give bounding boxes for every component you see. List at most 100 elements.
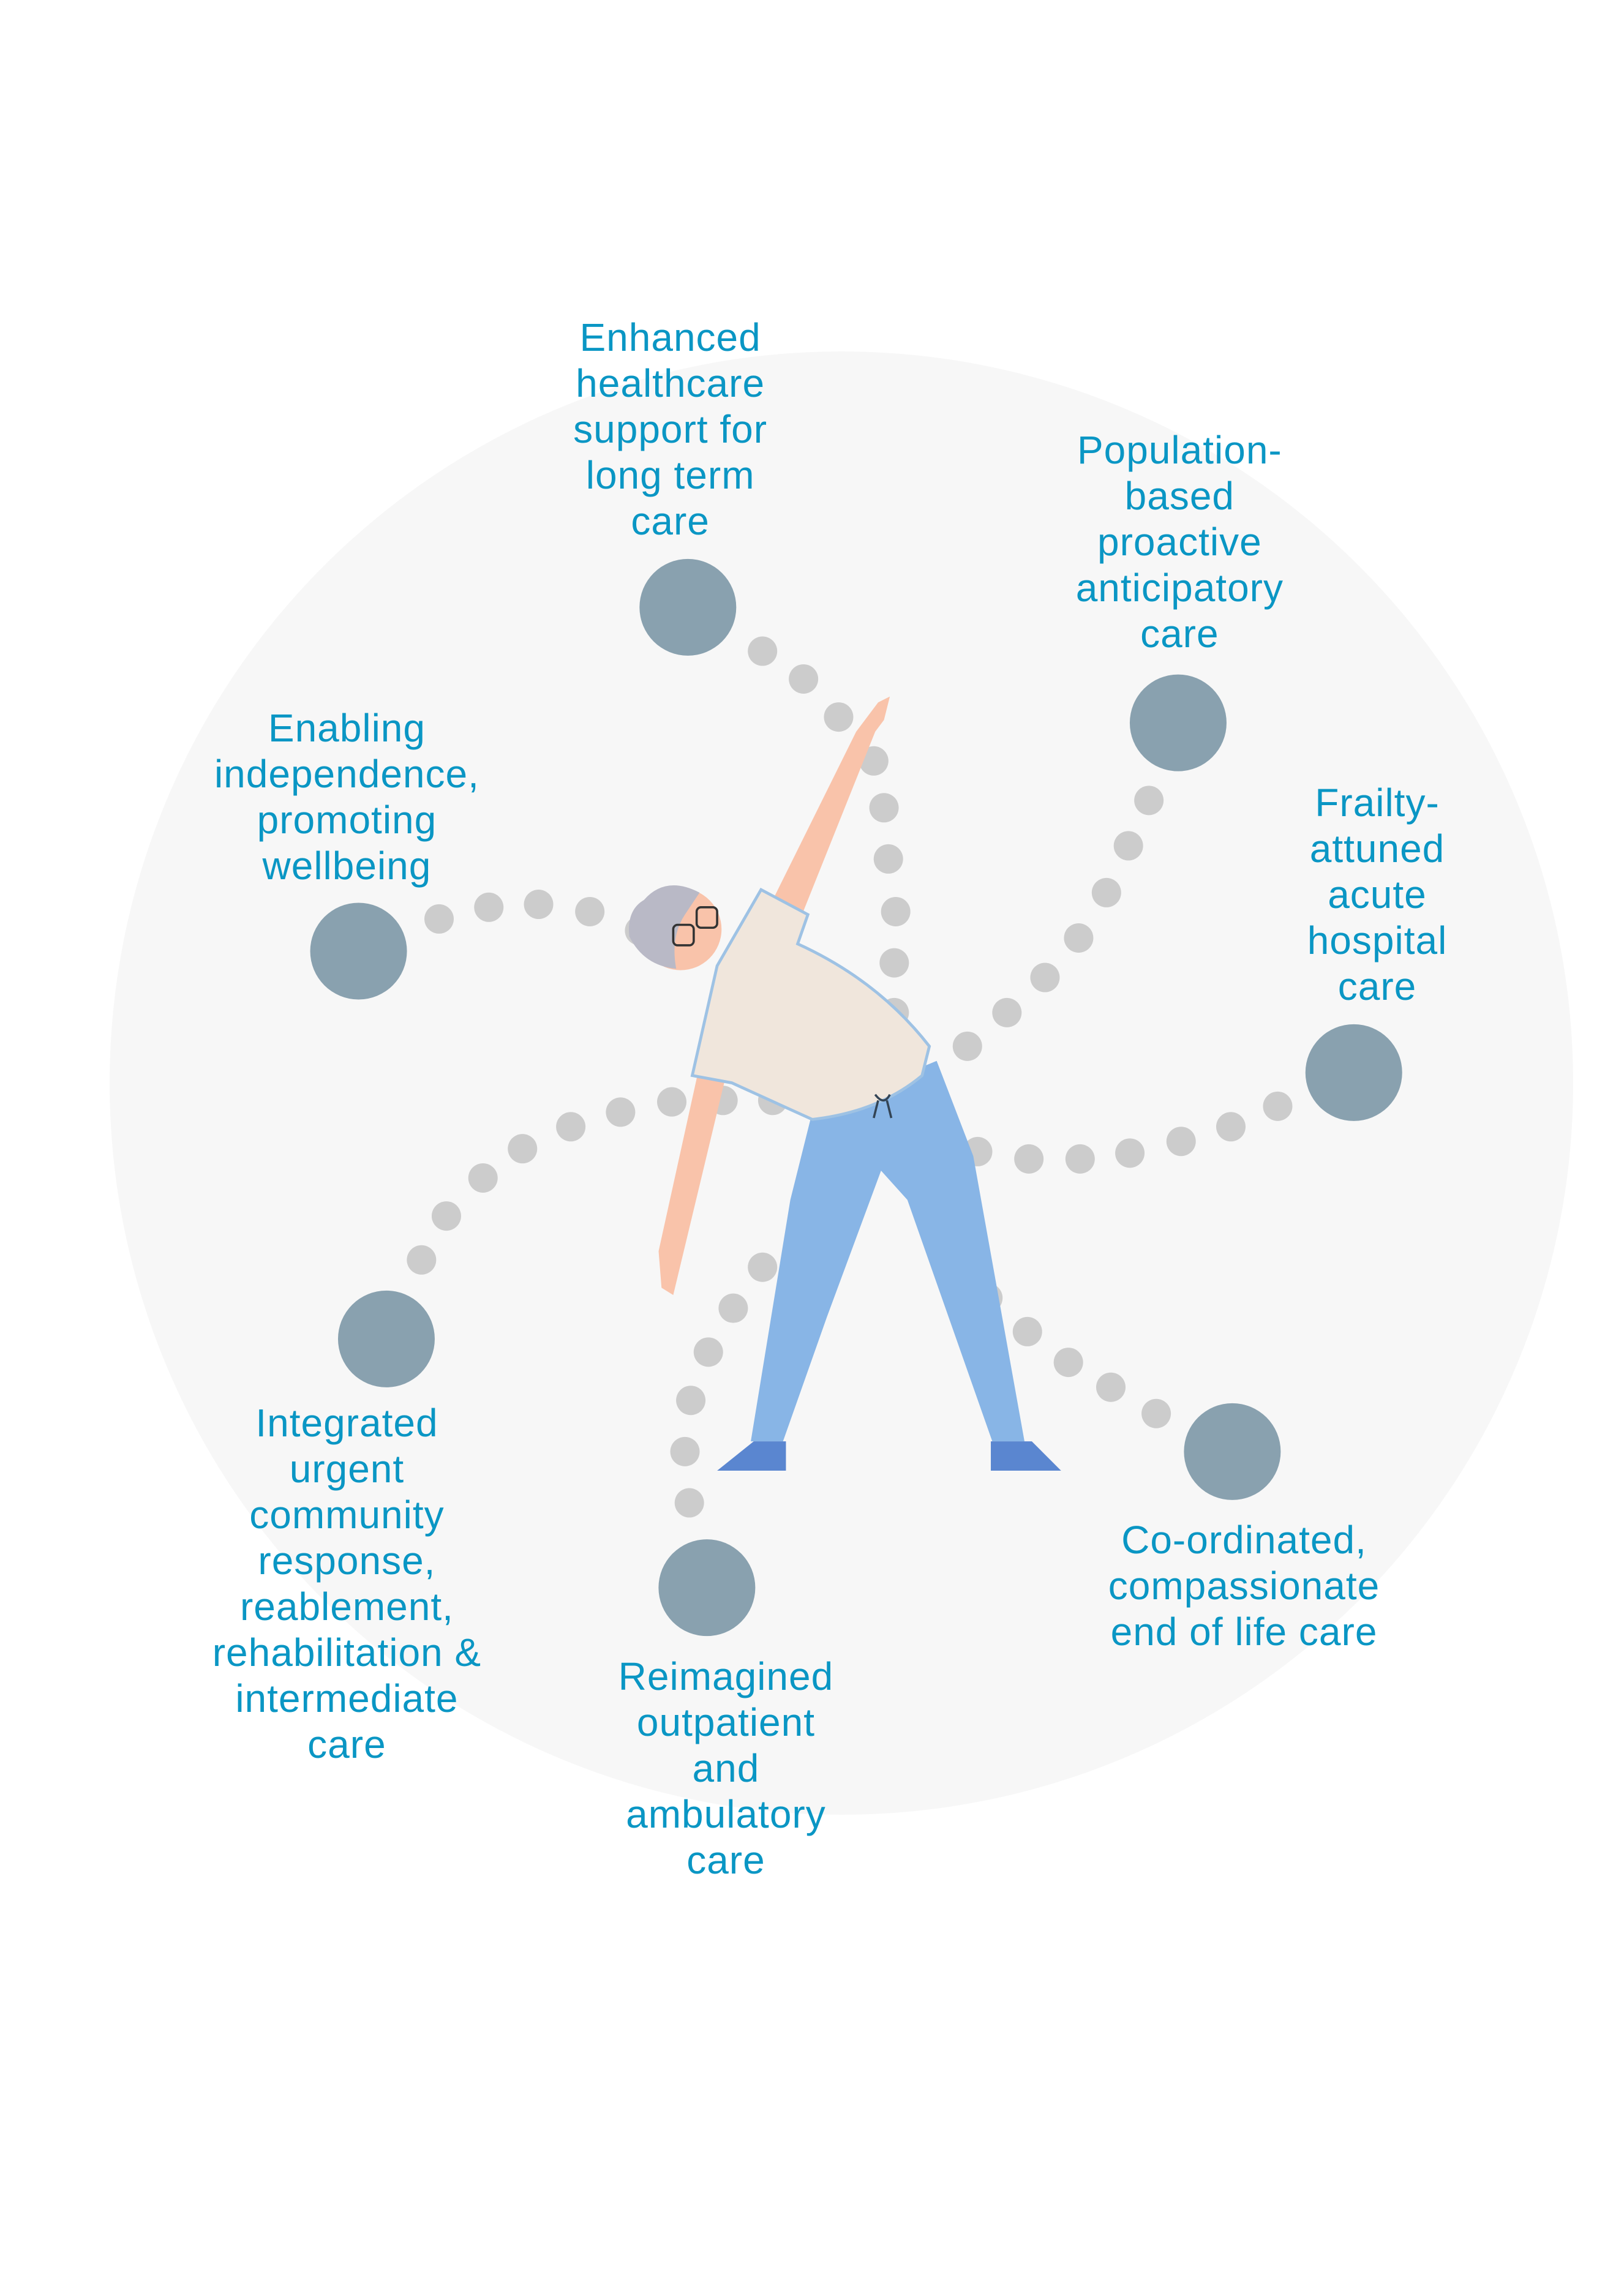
connector-dot — [657, 1087, 687, 1117]
label-line: end of life care — [1110, 1610, 1378, 1654]
connector-dot — [1065, 1144, 1095, 1174]
hair — [629, 885, 700, 969]
connector-dot — [431, 1201, 461, 1231]
label-line: Frailty- — [1315, 780, 1440, 825]
label-line: response, — [258, 1539, 436, 1583]
label-line: Population- — [1077, 427, 1282, 472]
glasses-icon — [672, 923, 695, 947]
label-line: attuned — [1309, 826, 1445, 871]
label-line: hospital — [1307, 918, 1448, 962]
connector-dot — [1012, 1316, 1042, 1346]
node-integrated — [337, 1290, 435, 1387]
connector-dot — [1064, 923, 1094, 953]
connector-dot — [1141, 1398, 1171, 1428]
label-line: reablement, — [239, 1585, 454, 1629]
connector-dot — [524, 890, 554, 920]
connector-dots — [407, 636, 1293, 1518]
connector-dot — [869, 793, 899, 823]
raised-arm — [772, 696, 890, 915]
label-line: and — [692, 1746, 760, 1790]
node-enabling — [310, 902, 407, 1000]
label-line: anticipatory — [1075, 565, 1284, 610]
label-line: acute — [1328, 872, 1427, 917]
connector-dot — [952, 1031, 982, 1061]
trousers — [751, 1060, 1025, 1442]
connector-dot — [748, 636, 778, 666]
node-population — [1129, 674, 1227, 771]
connector-dot — [474, 892, 504, 922]
connector-dot — [1115, 1138, 1145, 1168]
connector-dot — [789, 664, 819, 694]
connector-dot — [1134, 786, 1164, 816]
label-line: Co-ordinated, — [1121, 1518, 1367, 1563]
label-line: healthcare — [576, 361, 765, 405]
node-enhanced — [639, 558, 737, 656]
label-line: independence, — [214, 751, 479, 796]
label-line: community — [249, 1493, 445, 1537]
connector-dot — [556, 1112, 586, 1142]
connector-dot — [693, 1337, 723, 1367]
label-line: care — [1140, 611, 1219, 656]
label-line: Reimagined — [618, 1654, 834, 1698]
connector-dot — [606, 1097, 636, 1127]
label-line: Integrated — [255, 1401, 438, 1446]
node-frailty — [1305, 1024, 1402, 1121]
drawstring — [873, 1094, 893, 1119]
label-line: long term — [585, 452, 755, 497]
connector-dot — [1014, 1144, 1044, 1174]
label-line: wellbeing — [262, 843, 432, 888]
connector-dot — [670, 1436, 700, 1466]
label-line: compassionate — [1108, 1564, 1380, 1608]
connector-dot — [1113, 831, 1143, 861]
connector-dot — [873, 844, 903, 874]
label-line: rehabilitation & — [212, 1630, 482, 1675]
connector-dot — [879, 948, 909, 978]
node-reimagined — [658, 1539, 756, 1637]
connector-dot — [468, 1163, 498, 1193]
label-line: care — [631, 498, 710, 543]
connector-dot — [575, 896, 605, 926]
connector-dot — [407, 1245, 437, 1275]
shirt — [690, 887, 931, 1121]
label-line: outpatient — [636, 1700, 815, 1744]
label-line: Enhanced — [579, 315, 761, 359]
label-line: care — [307, 1722, 386, 1767]
connector-dot — [718, 1293, 748, 1323]
connector-dot — [508, 1134, 538, 1164]
connector-dot — [1053, 1348, 1083, 1378]
connector-dot — [424, 904, 454, 934]
label-line: intermediate — [235, 1676, 459, 1721]
connector-dot — [1166, 1127, 1196, 1157]
label-line: support for — [573, 407, 768, 451]
node-coordinated — [1184, 1403, 1281, 1500]
label-line: proactive — [1097, 519, 1262, 564]
person-stretching-illustration — [629, 696, 1061, 1471]
connector-dot — [1263, 1091, 1293, 1121]
connector-dot — [824, 702, 854, 732]
right-shoe — [991, 1441, 1061, 1471]
connector-dot — [676, 1386, 706, 1416]
label-line: based — [1124, 473, 1235, 518]
connector-dot — [1096, 1372, 1126, 1402]
label-line: urgent — [289, 1447, 405, 1491]
label-line: promoting — [257, 797, 437, 842]
left-shoe — [717, 1441, 786, 1471]
label-line: ambulatory — [626, 1791, 826, 1836]
connector-dot — [1091, 877, 1121, 907]
nodes — [310, 558, 1402, 1637]
connector-dot — [992, 997, 1022, 1027]
label-line: care — [686, 1837, 765, 1882]
label-line: Enabling — [268, 705, 426, 750]
connector-dot — [748, 1252, 778, 1282]
connector-dot — [674, 1488, 704, 1518]
lower-arm — [658, 1065, 726, 1296]
